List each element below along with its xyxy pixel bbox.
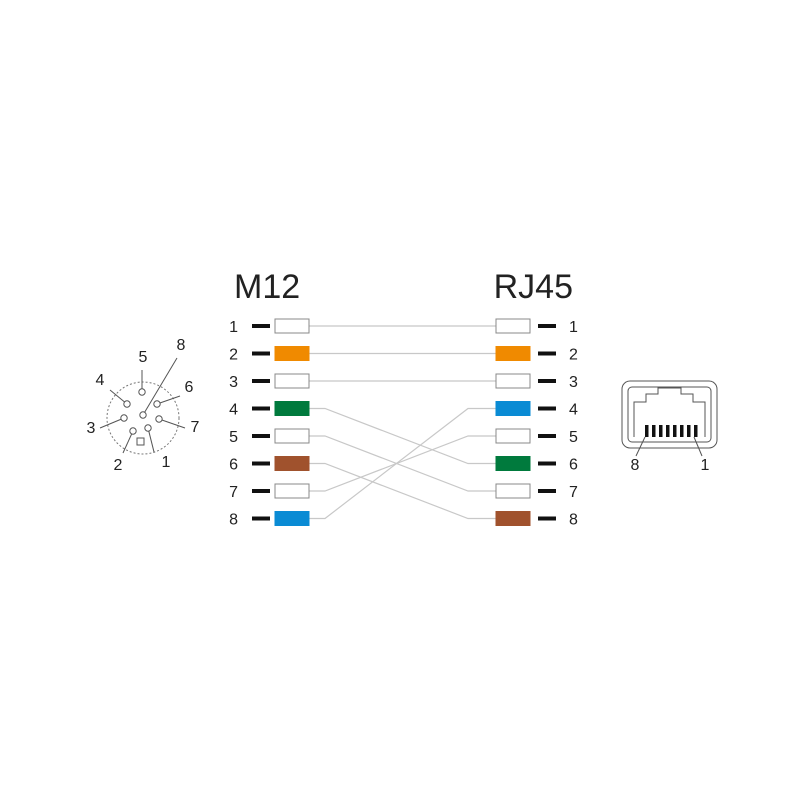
m12-pin-dash-1 [252,324,270,328]
m12-face-label-6: 6 [185,379,194,396]
m12-pin-rows: 1 2 3 4 5 6 7 8 [229,318,310,529]
m12-face-label-4: 4 [96,372,105,389]
rj45-color-swatch-2 [495,346,531,361]
rj45-face-label-1: 1 [701,457,710,474]
rj45-pin-dash-6 [538,461,556,466]
m12-face-leader-7 [158,418,186,429]
rj45-color-swatch-4 [495,401,531,416]
m12-face-pin-5 [138,388,146,396]
wire-6-to-8 [309,462,496,520]
m12-pin-label-7: 7 [229,484,238,501]
m12-face-leader-2 [122,430,134,454]
rj45-title: RJ45 [494,268,573,306]
m12-face-pin-8 [139,411,147,419]
rj45-contact-6 [659,425,663,437]
m12-face-leader-3 [99,417,125,429]
rj45-pin1-leader [693,436,703,457]
m12-face-leader-1 [147,427,155,453]
rj45-pin-label-6: 6 [569,457,578,474]
rj45-jack-face: 8 1 [621,380,718,474]
m12-title: M12 [234,268,300,306]
rj45-pin-label-3: 3 [569,374,578,391]
m12-face-pin-1 [144,424,152,432]
m12-pin-dash-7 [252,489,270,493]
m12-face-leader-6 [156,395,181,405]
m12-pin-label-3: 3 [229,374,238,391]
m12-face-label-2: 2 [114,457,123,474]
m12-pin-label-8: 8 [229,512,238,529]
m12-pin-label-5: 5 [229,429,238,446]
m12-color-swatch-5 [274,428,310,444]
m12-color-swatch-4 [274,401,310,416]
rj45-pin-dash-3 [538,379,556,383]
rj45-contact-1 [694,425,698,437]
m12-face-label-1: 1 [162,454,171,471]
m12-face-outline [106,381,180,455]
rj45-contact-5 [666,425,670,437]
m12-pin-dash-3 [252,379,270,383]
m12-color-swatch-2 [274,346,310,361]
rj45-color-swatch-6 [495,456,531,471]
m12-pin-label-2: 2 [229,347,238,364]
m12-pin-dash-2 [252,351,270,356]
rj45-pin-rows: 1 2 3 4 5 6 7 8 [495,318,578,529]
rj45-face-label-8: 8 [631,457,640,474]
m12-pin-dash-5 [252,434,270,438]
m12-face-pin-6 [153,400,161,408]
rj45-contact-2 [687,425,691,437]
rj45-pin8-leader [635,436,646,457]
rj45-pin-label-2: 2 [569,347,578,364]
rj45-pin-label-4: 4 [569,402,578,419]
rj45-pin-dash-7 [538,489,556,493]
m12-face-label-8: 8 [177,337,186,354]
rj45-pin-dash-4 [538,406,556,411]
wire-4-to-6 [309,407,496,465]
m12-color-swatch-3 [274,373,310,389]
m12-face-label-3: 3 [87,420,96,437]
rj45-color-swatch-7 [495,483,531,499]
m12-color-swatch-6 [274,456,310,471]
m12-color-swatch-8 [274,511,310,526]
rj45-contact-7 [652,425,656,437]
m12-key-notch [136,437,145,446]
rj45-pin-label-7: 7 [569,484,578,501]
m12-face-pin-7 [155,415,163,423]
m12-pin-dash-4 [252,406,270,411]
rj45-contacts [645,425,698,437]
m12-pin-dash-8 [252,516,270,521]
m12-pin-label-4: 4 [229,402,238,419]
rj45-pin-dash-2 [538,351,556,356]
rj45-contact-4 [673,425,677,437]
m12-face-pin-3 [120,414,128,422]
wire-8-to-4 [309,407,496,520]
rj45-pin-label-1: 1 [569,319,578,336]
rj45-contact-3 [680,425,684,437]
m12-color-swatch-7 [274,483,310,499]
m12-color-swatch-1 [274,318,310,334]
m12-face-label-5: 5 [139,349,148,366]
m12-face-pin-2 [129,427,137,435]
rj45-color-swatch-5 [495,428,531,444]
rj45-contact-8 [645,425,649,437]
m12-face-label-7: 7 [191,419,200,436]
m12-connector-face: 1 2 3 4 5 6 7 8 [87,337,200,474]
rj45-color-swatch-8 [495,511,531,526]
rj45-color-swatch-3 [495,373,531,389]
rj45-color-swatch-1 [495,318,531,334]
rj45-pin-dash-8 [538,516,556,521]
m12-face-pin-4 [123,400,131,408]
m12-pin-label-6: 6 [229,457,238,474]
m12-pin-dash-6 [252,461,270,466]
rj45-pin-dash-1 [538,324,556,328]
m12-pin-label-1: 1 [229,319,238,336]
rj45-pin-dash-5 [538,434,556,438]
wires [309,325,496,520]
rj45-pin-label-5: 5 [569,429,578,446]
rj45-pin-label-8: 8 [569,512,578,529]
m12-face-leader-8 [142,357,178,416]
rj45-jack-socket-outline [633,387,706,437]
